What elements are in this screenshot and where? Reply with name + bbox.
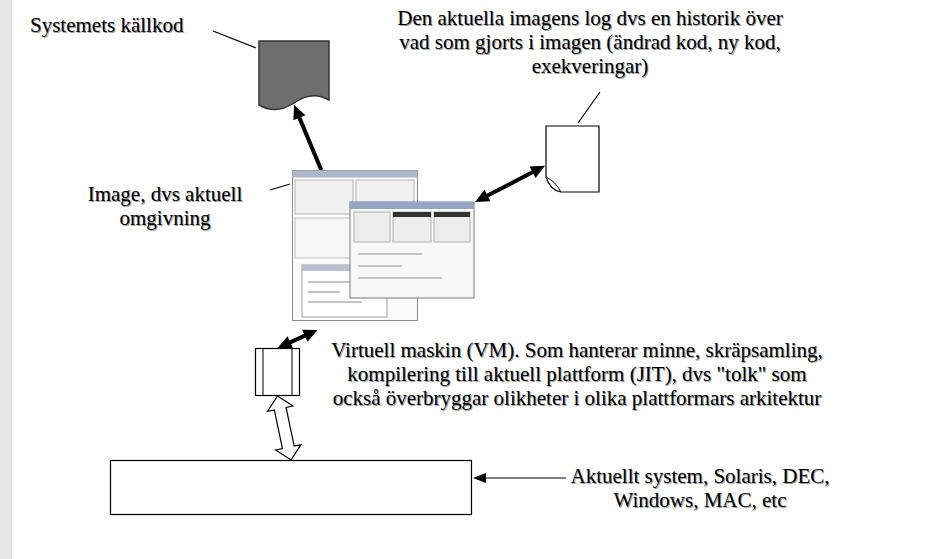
system-box — [111, 461, 472, 515]
log-label: Den aktuella imagens log dvs en historik… — [390, 6, 790, 78]
window-pane — [354, 212, 390, 242]
text-line — [308, 281, 352, 283]
leader-line — [213, 31, 256, 48]
pane-header — [393, 212, 431, 217]
log-document: Den aktuella imagens log dvs en historik… — [545, 125, 600, 193]
document-label: Systemets källkod — [30, 13, 220, 37]
arrowhead — [278, 336, 293, 348]
leader-line — [484, 477, 566, 478]
vm-label: Virtuell maskin (VM). Som hanterar minne… — [322, 338, 832, 410]
pane-header — [434, 212, 470, 217]
thick-arrow — [293, 105, 321, 170]
vm-box-outline — [255, 348, 300, 396]
window-frame — [350, 202, 474, 298]
hollow-double-arrow — [267, 396, 301, 460]
text-line — [308, 301, 362, 303]
document-shape — [546, 126, 599, 192]
text-line — [358, 277, 442, 279]
image-screenshot: Image, dvs aktuell omgivning — [292, 170, 475, 330]
text-line — [358, 265, 402, 267]
document-shape — [259, 41, 329, 110]
page-curl — [546, 177, 561, 192]
arrow-shaft — [299, 116, 322, 170]
arrowhead — [530, 166, 545, 178]
vm-divider — [292, 349, 293, 395]
vm-box — [256, 349, 300, 396]
window-pane — [434, 212, 470, 242]
image-label: Image, dvs aktuell omgivning — [65, 182, 265, 230]
vm-box: Virtuell maskin (VM). Som hanterar minne… — [255, 348, 300, 396]
window-titlebar — [293, 171, 418, 178]
text-line — [308, 291, 340, 293]
text-line — [358, 253, 422, 255]
leader-line — [270, 184, 290, 190]
window-pane — [393, 212, 431, 242]
system-box-outline — [110, 460, 472, 515]
window-titlebar — [350, 202, 474, 209]
thick-arrow — [278, 330, 318, 348]
leader-line — [578, 92, 600, 123]
arrowhead — [475, 190, 490, 202]
window-pane — [295, 180, 353, 214]
leader-arrowhead — [473, 473, 486, 483]
image-screenshot-outline — [292, 170, 475, 330]
vm-divider — [263, 349, 264, 395]
arrowhead — [293, 105, 305, 120]
side-band — [0, 0, 12, 559]
source-document-outline — [258, 40, 330, 112]
system-label: Aktuellt system, Solaris, DEC, Windows, … — [570, 464, 830, 512]
system-box: Aktuellt system, Solaris, DEC, Windows, … — [110, 460, 472, 515]
source-document: Systemets källkod — [258, 40, 330, 112]
thick-arrow — [475, 166, 545, 202]
arrow-shaft — [288, 335, 306, 343]
arrow-outline — [267, 396, 301, 460]
arrowhead — [302, 330, 317, 342]
arrow-shaft — [486, 171, 535, 196]
log-document-outline — [545, 125, 600, 193]
